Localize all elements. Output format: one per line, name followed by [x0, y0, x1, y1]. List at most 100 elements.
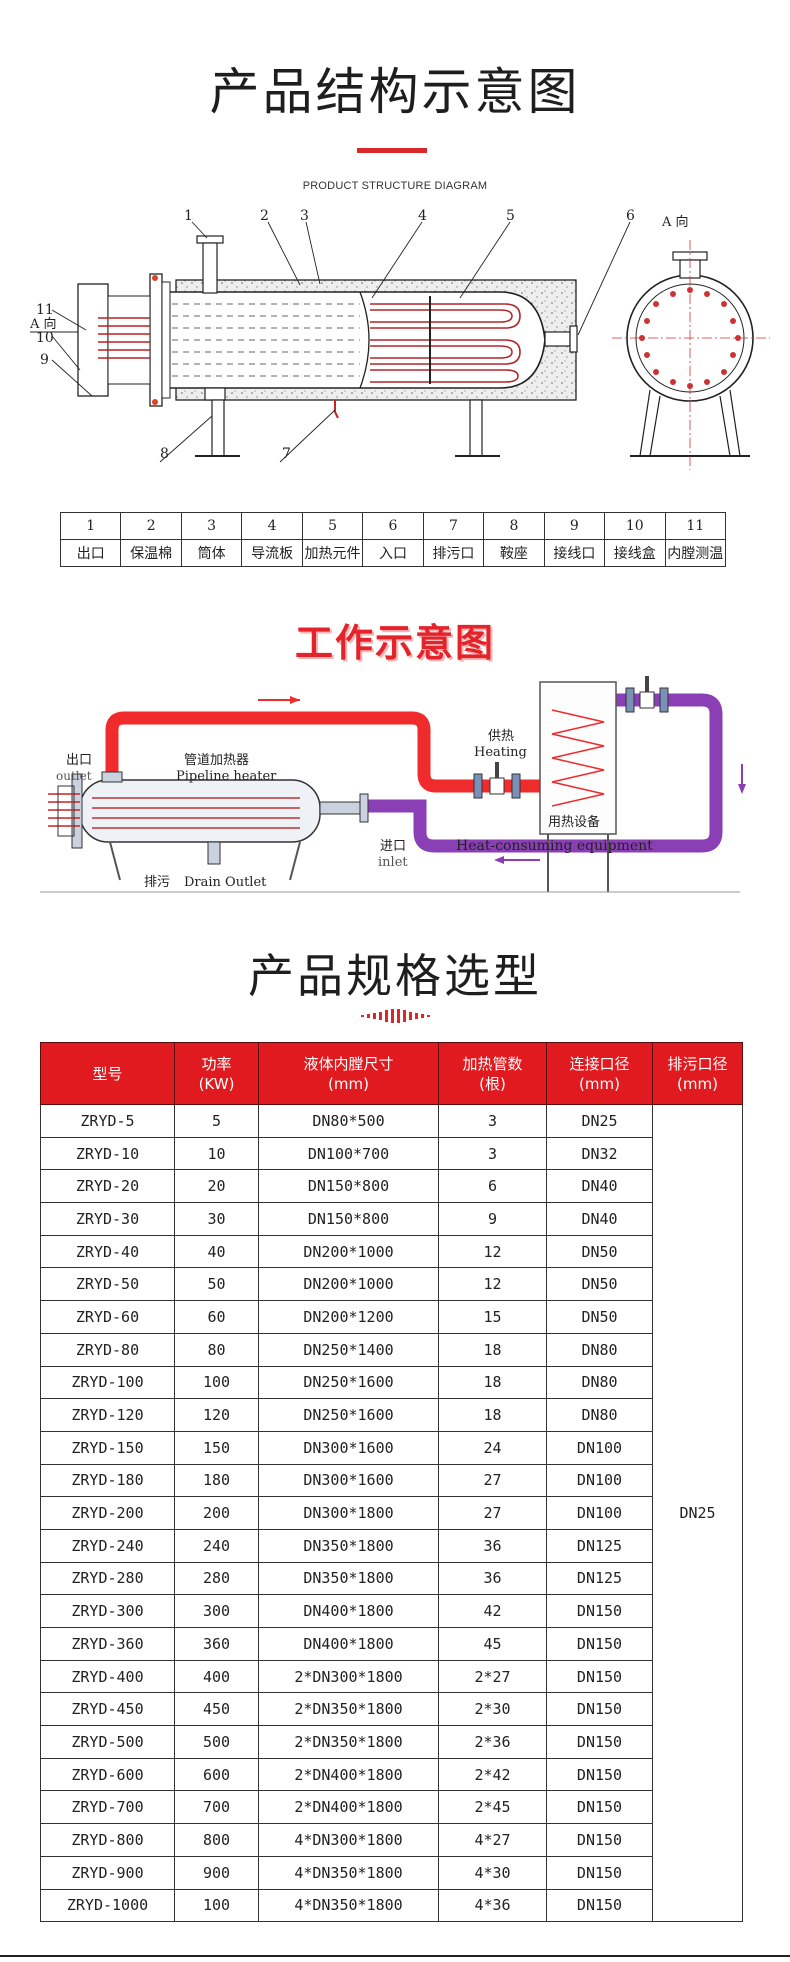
cell-model: ZRYD-900	[40, 1855, 175, 1890]
cell-connection: DN80	[546, 1365, 653, 1400]
heating-label-en: Heating	[474, 745, 527, 760]
cell-model: ZRYD-10	[40, 1136, 175, 1171]
legend-number: 2	[120, 512, 182, 540]
legend-number: 11	[664, 512, 727, 540]
cell-tube-count: 42	[438, 1594, 547, 1628]
legend-number-row: 1 2 3 4 5 6 7 8 9 10 11	[59, 512, 727, 540]
heating-elements	[370, 303, 521, 383]
cell-connection: DN150	[546, 1823, 653, 1857]
heating-label-cn: 供热	[488, 729, 514, 744]
legend-name: 入口	[362, 539, 424, 567]
heater-terminals	[48, 793, 80, 827]
cell-tube-count: 4*30	[438, 1855, 547, 1890]
legend-name: 出口	[59, 539, 122, 567]
cell-chamber-size: DN300*1800	[258, 1496, 439, 1530]
page-bottom-rule	[0, 1955, 790, 1957]
svg-text:A 向: A 向	[661, 214, 689, 230]
cold-return-pipe	[413, 693, 723, 853]
cell-model: ZRYD-30	[40, 1202, 175, 1236]
structure-title: 产品结构示意图	[209, 63, 581, 121]
cell-power: 280	[174, 1561, 259, 1596]
cell-power: 60	[174, 1300, 259, 1334]
cell-tube-count: 2*36	[438, 1725, 547, 1759]
cell-chamber-size: DN150*800	[258, 1202, 439, 1236]
cell-connection: DN150	[546, 1757, 653, 1792]
drain-label-cn: 排污	[144, 875, 170, 890]
cell-tube-count: 45	[438, 1627, 547, 1661]
cell-connection: DN80	[546, 1332, 653, 1367]
svg-text:11: 11	[36, 302, 54, 318]
col-header-tube-count: 加热管数(根)	[438, 1042, 547, 1105]
cell-model: ZRYD-150	[40, 1430, 175, 1465]
cell-power: 20	[174, 1169, 259, 1204]
cell-tube-count: 27	[438, 1463, 547, 1498]
cell-power: 240	[174, 1528, 259, 1563]
cell-connection: DN100	[546, 1430, 653, 1465]
cell-power: 400	[174, 1659, 259, 1694]
cell-connection: DN100	[546, 1463, 653, 1498]
title-underline	[357, 148, 427, 153]
cell-model: ZRYD-120	[40, 1398, 175, 1432]
legend-name: 鞍座	[483, 539, 545, 567]
cell-model: ZRYD-40	[40, 1234, 175, 1269]
cell-chamber-size: 4*DN350*1800	[258, 1888, 439, 1923]
cell-tube-count: 2*27	[438, 1659, 547, 1694]
outlet-nozzle	[196, 235, 224, 244]
cell-model: ZRYD-200	[40, 1496, 175, 1530]
cell-chamber-size: DN200*1000	[258, 1267, 439, 1302]
cell-connection: DN150	[546, 1692, 653, 1727]
cell-chamber-size: DN200*1200	[258, 1300, 439, 1334]
cell-connection: DN150	[546, 1855, 653, 1890]
col-header-power: 功率(KW)	[174, 1042, 259, 1105]
cell-tube-count: 4*36	[438, 1888, 547, 1923]
legend-name: 接线口	[543, 539, 606, 567]
cell-connection: DN100	[546, 1496, 653, 1530]
svg-text:7: 7	[282, 446, 291, 462]
legend-number: 3	[180, 512, 243, 540]
cell-power: 100	[174, 1365, 259, 1400]
cell-power: 5	[174, 1104, 259, 1138]
structure-diagram: 1 2 3 4 5 6 11 10 9 8 7 A 向 A 向	[29, 208, 770, 470]
cell-power: 900	[174, 1855, 259, 1890]
cell-connection: DN150	[546, 1725, 653, 1759]
cell-power: 360	[174, 1627, 259, 1661]
cell-model: ZRYD-5	[40, 1104, 175, 1138]
inlet-label-en: inlet	[378, 855, 408, 870]
cell-chamber-size: DN250*1400	[258, 1332, 439, 1367]
cell-model: ZRYD-450	[40, 1692, 175, 1727]
legend-name-row: 出口 保温棉 筒体 导流板 加热元件 入口 排污口 鞍座 接线口 接线盒 内膛测…	[59, 539, 727, 567]
col-header-chamber-size: 液体内膛尺寸(mm)	[258, 1042, 439, 1105]
work-diagram: 出口 outlet 管道加热器 Pipeline heater 供热 Heati…	[40, 676, 746, 893]
cell-tube-count: 3	[438, 1136, 547, 1171]
cell-power: 40	[174, 1234, 259, 1269]
cell-tube-count: 27	[438, 1496, 547, 1530]
cell-power: 100	[174, 1888, 259, 1923]
heater-label-cn: 管道加热器	[184, 753, 249, 768]
cell-tube-count: 6	[438, 1169, 547, 1204]
cell-chamber-size: 2*DN300*1800	[258, 1659, 439, 1694]
cell-chamber-size: DN150*800	[258, 1169, 439, 1204]
spec-table: 型号 功率(KW) 液体内膛尺寸(mm) 加热管数(根) 连接口径(mm) 排污…	[40, 1042, 743, 1923]
cell-chamber-size: DN350*1800	[258, 1528, 439, 1563]
legend-name: 内膛测温	[664, 539, 727, 567]
cell-chamber-size: DN400*1800	[258, 1594, 439, 1628]
svg-text:9: 9	[40, 352, 49, 368]
svg-text:8: 8	[160, 446, 169, 462]
cell-tube-count: 24	[438, 1430, 547, 1465]
cell-model: ZRYD-180	[40, 1463, 175, 1498]
cell-tube-count: 12	[438, 1234, 547, 1269]
cell-tube-count: 3	[438, 1104, 547, 1138]
cell-chamber-size: DN300*1600	[258, 1463, 439, 1498]
spec-header-row: 型号 功率(KW) 液体内膛尺寸(mm) 加热管数(根) 连接口径(mm) 排污…	[40, 1042, 743, 1105]
cell-connection: DN125	[546, 1528, 653, 1563]
heater-label-en: Pipeline heater	[176, 769, 277, 784]
